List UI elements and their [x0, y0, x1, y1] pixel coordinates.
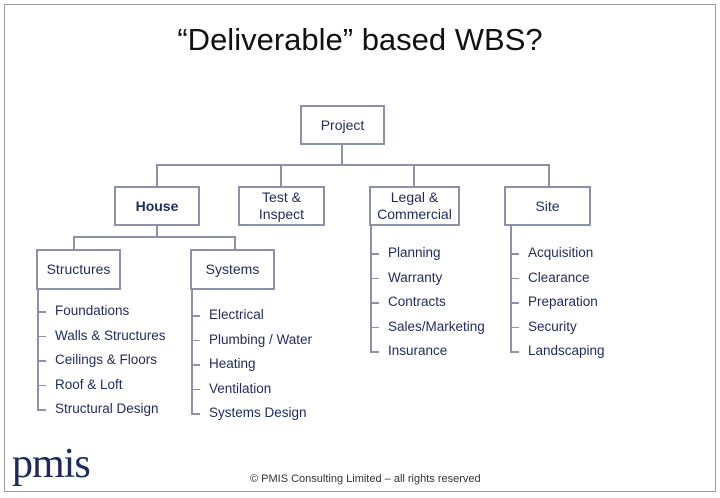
wbs-item: Security: [528, 318, 577, 334]
connector: [413, 164, 415, 186]
site-box: Site: [504, 186, 591, 226]
copyright-footer: © PMIS Consulting Limited – all rights r…: [250, 473, 481, 485]
wbs-item: Systems Design: [209, 405, 307, 420]
wbs-item: Acquisition: [528, 245, 594, 260]
wbs-item: Heating: [209, 356, 256, 371]
list-tick: [370, 253, 379, 255]
pmis-logo: pmis: [12, 441, 91, 487]
wbs-item: Landscaping: [528, 343, 605, 358]
wbs-item: Ceilings & Floors: [55, 352, 158, 367]
list-tick: [510, 277, 519, 279]
list-tick: [191, 315, 200, 317]
connector: [156, 164, 158, 186]
connector: [156, 164, 550, 166]
slide-title: “Deliverable” based WBS?: [177, 22, 543, 57]
list-tick: [37, 335, 46, 337]
house-box: House: [114, 186, 200, 226]
wbs-item: Ventilation: [209, 380, 272, 396]
systems-box: Systems: [190, 249, 275, 290]
list-tick: [191, 339, 200, 341]
list-tick: [37, 360, 46, 362]
wbs-item: Sales/Marketing: [388, 318, 485, 334]
connector: [73, 236, 236, 238]
connector: [73, 236, 75, 249]
wbs-item: Insurance: [388, 343, 448, 358]
wbs-item: Foundations: [55, 303, 130, 318]
wbs-item: Structural Design: [55, 401, 159, 416]
connector: [548, 164, 550, 186]
connector: [234, 236, 236, 249]
connector: [341, 144, 343, 165]
wbs-item: Electrical: [209, 307, 264, 322]
wbs-item: Plumbing / Water: [209, 331, 313, 347]
list-tick: [370, 351, 379, 353]
list-tick: [37, 409, 46, 411]
list-tick: [510, 326, 519, 328]
wbs-item: Walls & Structures: [55, 327, 166, 343]
wbs-item: Warranty: [388, 269, 443, 285]
project-box: Project: [300, 105, 385, 145]
list-tick: [510, 351, 519, 353]
list-tick: [510, 253, 519, 255]
list-tick: [370, 326, 379, 328]
legal-commercial-box: Legal & Commercial: [369, 186, 460, 226]
slide-frame: [4, 4, 716, 492]
wbs-item: Contracts: [388, 294, 446, 309]
list-connector: [191, 289, 193, 413]
wbs-item: Roof & Loft: [55, 376, 123, 392]
list-tick: [37, 311, 46, 313]
list-tick: [37, 384, 46, 386]
wbs-item: Clearance: [528, 269, 590, 285]
structures-box: Structures: [36, 249, 121, 290]
list-connector: [510, 225, 512, 351]
wbs-item: Preparation: [528, 294, 598, 309]
list-tick: [191, 413, 200, 415]
test-inspect-box: Test & Inspect: [238, 186, 325, 226]
list-tick: [370, 302, 379, 304]
list-tick: [191, 388, 200, 390]
list-connector: [370, 225, 372, 351]
wbs-item: Planning: [388, 245, 441, 260]
list-tick: [510, 302, 519, 304]
list-tick: [191, 364, 200, 366]
list-tick: [370, 277, 379, 279]
connector: [280, 164, 282, 186]
list-connector: [37, 289, 39, 409]
connector: [156, 225, 158, 237]
